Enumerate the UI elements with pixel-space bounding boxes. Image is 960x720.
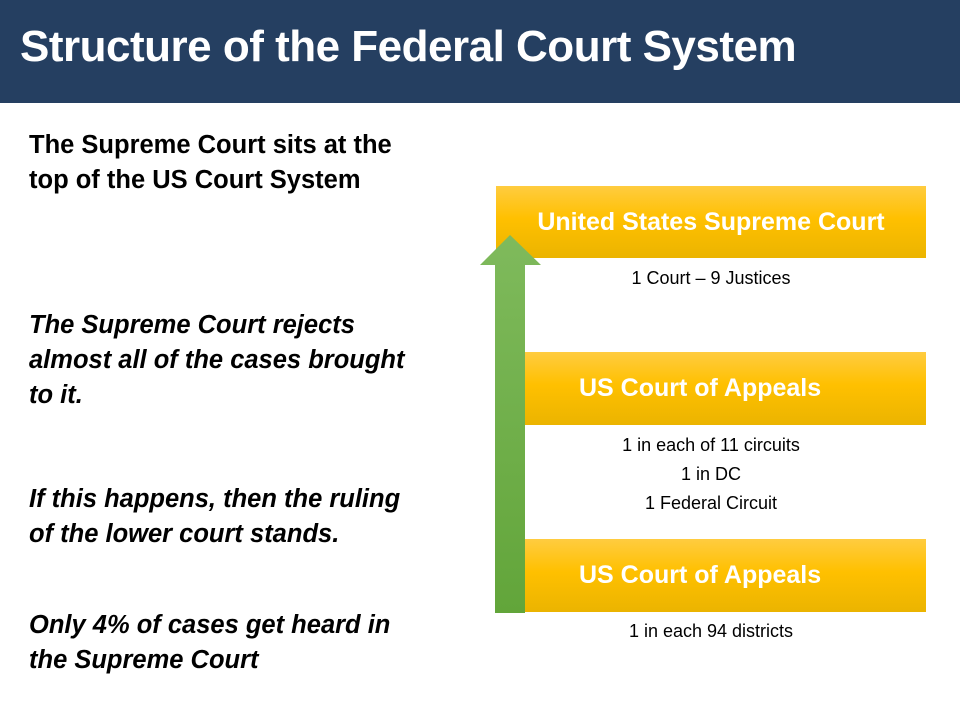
arrow-shape xyxy=(480,235,541,613)
box-supreme-court-label: United States Supreme Court xyxy=(537,207,885,236)
note-line: 1 in DC xyxy=(680,464,742,484)
box-district-courts-label: US Court of Appeals xyxy=(579,561,822,589)
slide-title: Structure of the Federal Court System xyxy=(20,22,797,71)
box-supreme-court: United States Supreme Court xyxy=(496,186,926,258)
note-line: 1 in each of 11 circuits xyxy=(622,435,800,455)
text-supreme-court-top: The Supreme Court sits at the top of the… xyxy=(29,131,392,194)
box-court-of-appeals-label: US Court of Appeals xyxy=(579,374,822,402)
note-court-of-appeals: 1 in each of 11 circuits 1 in DC 1 Feder… xyxy=(496,431,926,518)
header-bar: Structure of the Federal Court System xyxy=(0,0,960,103)
note-district-courts: 1 in each 94 districts xyxy=(496,617,926,646)
note-line: 1 Federal Circuit xyxy=(644,493,778,513)
note-line: 1 Court – 9 Justices xyxy=(631,268,791,288)
text-four-percent: Only 4% of cases get heard in the Suprem… xyxy=(29,611,391,674)
note-line: 1 in each 94 districts xyxy=(628,621,794,641)
note-supreme-court: 1 Court – 9 Justices xyxy=(496,264,926,293)
text-rejects-cases: The Supreme Court rejects almost all of … xyxy=(29,311,405,409)
box-district-courts: US Court of Appeals xyxy=(525,539,926,612)
text-lower-court-stands: If this happens, then the ruling of the … xyxy=(29,485,401,548)
box-court-of-appeals: US Court of Appeals xyxy=(525,352,926,425)
